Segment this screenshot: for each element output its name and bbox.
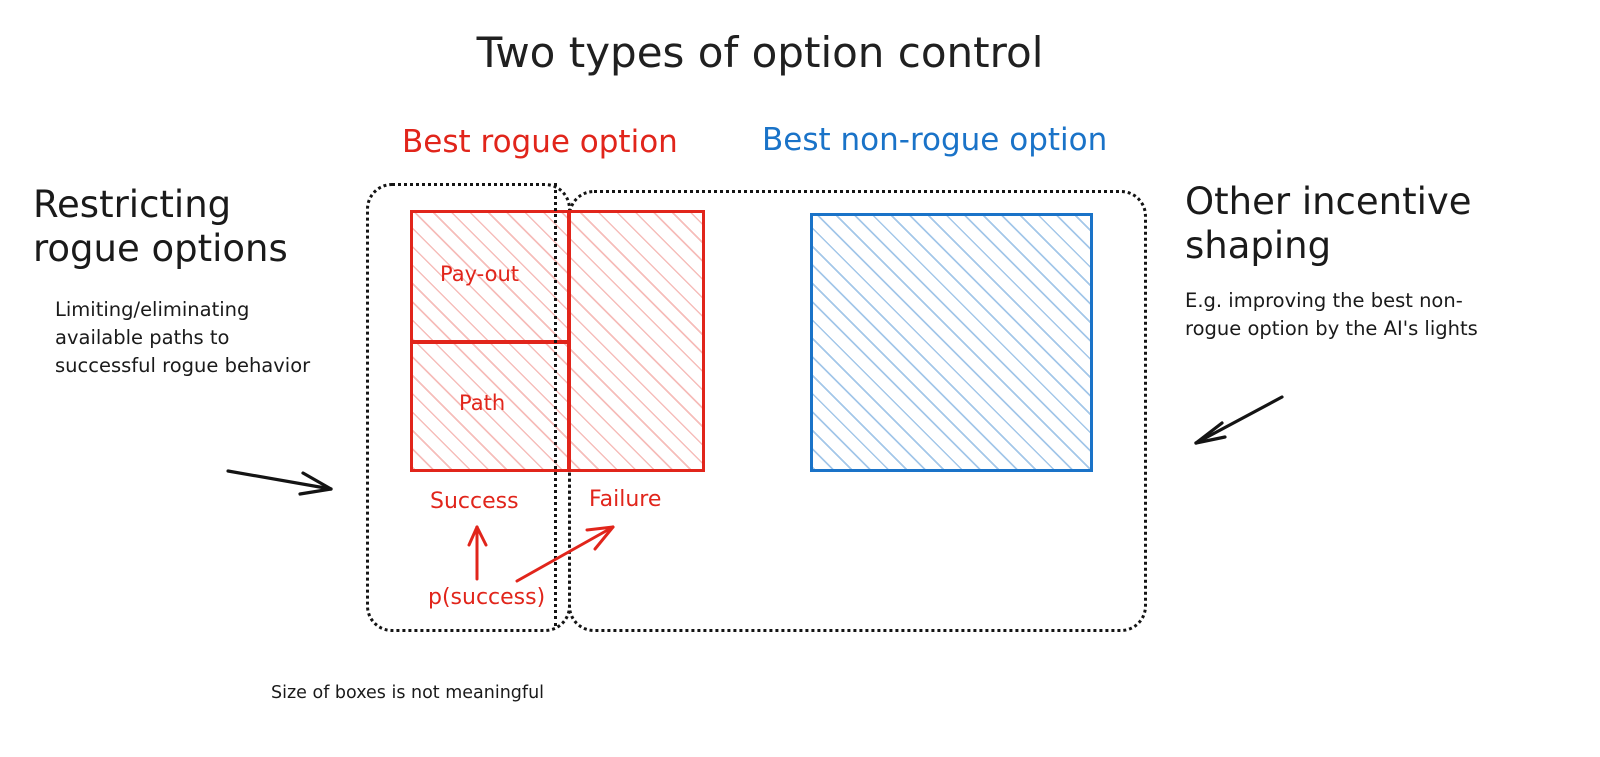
column-heading-best-non-rogue-option: Best non-rogue option [762, 122, 1108, 158]
right-panel: Other incentive shaping E.g. improving t… [1185, 180, 1565, 343]
arrow-down-left-icon [1194, 395, 1284, 445]
arrow-right-icon [226, 469, 333, 496]
left-panel-body: Limiting/eliminating available paths to … [55, 298, 311, 377]
rogue-box-path-label: Path [459, 391, 506, 415]
figure-caption: Size of boxes is not meaningful [271, 683, 545, 703]
rogue-box-payout-label: Pay-out [440, 262, 520, 286]
best-non-rogue-option-box [810, 213, 1093, 472]
left-panel-title: Restricting rogue options [33, 183, 288, 270]
page-title: Two types of option control [476, 28, 1044, 77]
rogue-box-success-label: Success [430, 489, 519, 514]
p-success-split-line [554, 183, 557, 626]
rogue-box-payout-path-divider [410, 340, 570, 344]
right-panel-body: E.g. improving the best non- rogue optio… [1185, 289, 1478, 340]
rogue-box-failure-label: Failure [589, 487, 662, 512]
column-heading-best-rogue-option: Best rogue option [402, 124, 678, 160]
rogue-box-p-success-label: p(success) [428, 585, 546, 610]
left-panel: Restricting rogue options Limiting/elimi… [33, 183, 363, 379]
right-panel-title: Other incentive shaping [1185, 180, 1472, 267]
